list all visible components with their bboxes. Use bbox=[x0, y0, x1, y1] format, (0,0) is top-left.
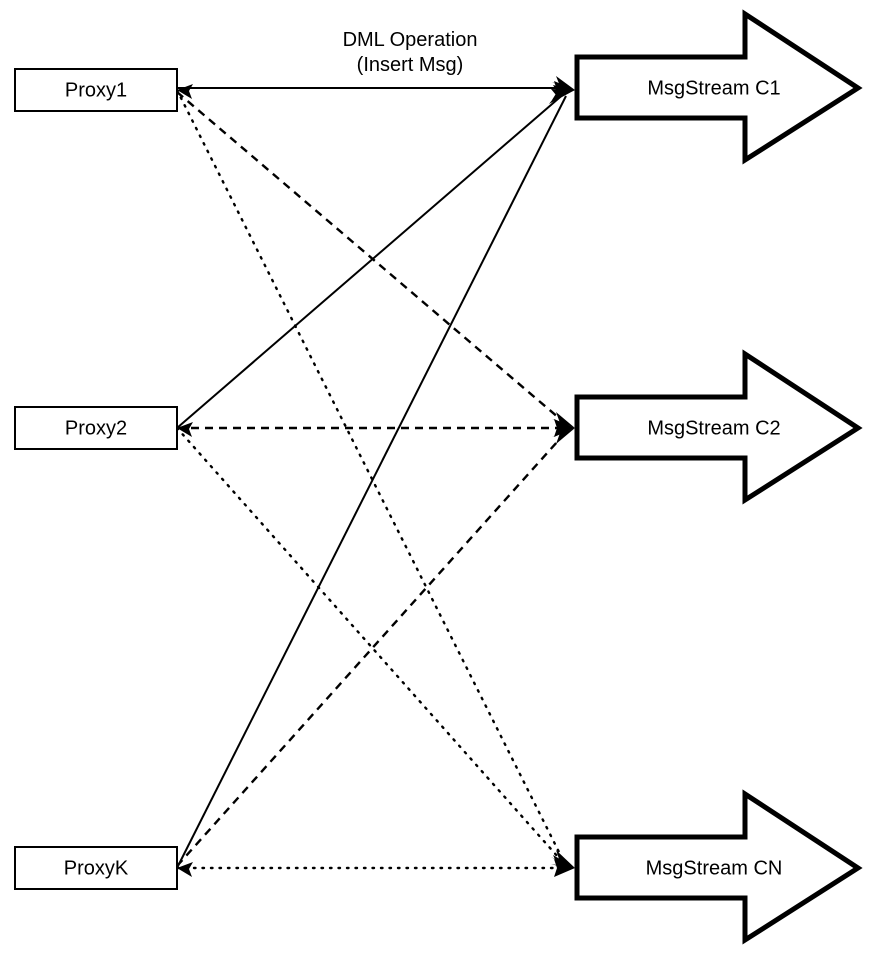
proxy1-label: Proxy1 bbox=[65, 79, 127, 101]
connection-proxy1-to-cn[interactable] bbox=[175, 88, 568, 868]
connection-proxy2-to-c1[interactable] bbox=[176, 91, 567, 429]
proxy-edge-tick-layer bbox=[177, 84, 193, 877]
arrowhead-proxyK-to-c1 bbox=[549, 89, 575, 104]
arrowhead-proxy2-to-c2 bbox=[554, 419, 575, 437]
proxy2-box[interactable] bbox=[14, 406, 178, 450]
arrowhead-layer bbox=[549, 76, 575, 877]
stream-node-c1[interactable]: MsgStream C1 bbox=[574, 9, 863, 165]
msgstream-cn-arrow-shape[interactable] bbox=[574, 789, 863, 945]
stream-node-c2[interactable]: MsgStream C2 bbox=[574, 349, 863, 505]
connection-layer bbox=[175, 87, 568, 870]
proxy-node-proxy2[interactable]: Proxy2 bbox=[14, 406, 178, 450]
arrowhead-proxy1-to-c2 bbox=[552, 412, 575, 428]
connection-proxyK-to-c1[interactable] bbox=[176, 95, 567, 869]
proxy2-label: Proxy2 bbox=[65, 417, 127, 439]
proxy1-box[interactable] bbox=[14, 68, 178, 112]
stream-node-cn[interactable]: MsgStream CN bbox=[574, 789, 863, 945]
arrowhead-proxy1-to-cn bbox=[551, 850, 575, 868]
arrowhead-proxyK-to-c2 bbox=[552, 428, 575, 444]
connection-proxy1-to-c2[interactable] bbox=[176, 91, 567, 425]
proxyK-label: ProxyK bbox=[64, 857, 129, 879]
dml-operation-line1: DML Operation bbox=[343, 29, 478, 51]
dml-operation-line2: (Insert Msg) bbox=[357, 54, 464, 76]
msgstream-c1-arrow-shape[interactable] bbox=[574, 9, 863, 165]
arrowhead-cluster-c1-upper bbox=[552, 76, 575, 90]
proxy-node-proxy1[interactable]: Proxy1 bbox=[14, 68, 178, 112]
proxyK-box[interactable] bbox=[14, 846, 178, 890]
arrowhead-tick-proxy1 bbox=[177, 84, 193, 99]
proxy-node-proxyK[interactable]: ProxyK bbox=[14, 846, 178, 890]
msgstream-c2-label: MsgStream C2 bbox=[647, 417, 780, 439]
arrowhead-tick-proxyK bbox=[177, 862, 193, 877]
arrowhead-tick-proxy2 bbox=[177, 422, 193, 437]
dml-operation-annotation: DML Operation (Insert Msg) bbox=[343, 29, 478, 76]
connection-proxyK-to-c2[interactable] bbox=[176, 431, 567, 867]
msgstream-c2-arrow-shape[interactable] bbox=[574, 349, 863, 505]
msgstream-c1-label: MsgStream C1 bbox=[647, 77, 780, 99]
arrowhead-proxy2-to-cn bbox=[551, 855, 575, 868]
msgstream-cn-label: MsgStream CN bbox=[646, 857, 783, 879]
